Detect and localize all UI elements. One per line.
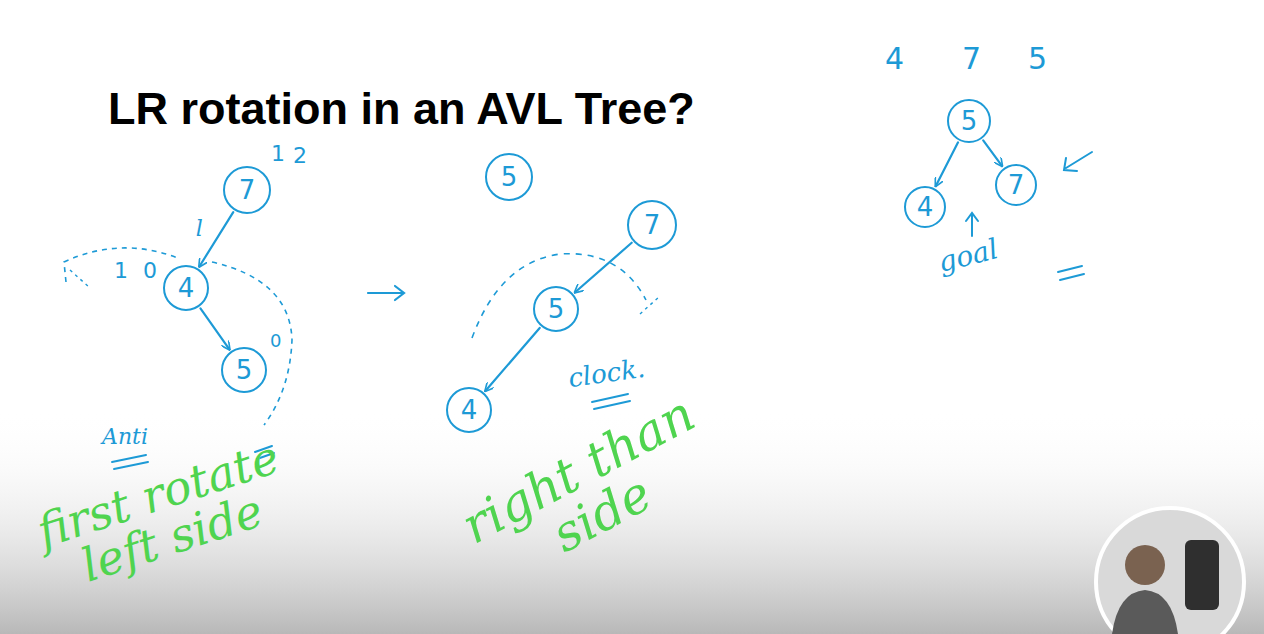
annotation-label: 5 xyxy=(1028,44,1047,74)
tree-node-circle: 5 xyxy=(221,347,267,393)
annotation-label: 0 xyxy=(270,332,281,350)
annotation-label: 7 xyxy=(962,44,981,74)
tree-node-circle: 5 xyxy=(485,153,533,201)
underline-mark xyxy=(1058,266,1084,280)
transition-arrow xyxy=(368,286,404,300)
annotation-label: 1 xyxy=(271,143,285,165)
tree-node-circle: 7 xyxy=(223,166,271,214)
node-value: 4 xyxy=(461,397,478,423)
tree-edge-arrow xyxy=(983,140,1002,166)
tree-node-circle: 4 xyxy=(163,265,209,311)
tree-edge-arrow xyxy=(936,142,958,186)
node-value: 4 xyxy=(178,275,195,301)
node-value: 4 xyxy=(917,194,934,220)
webcam-person xyxy=(1125,545,1165,585)
node-value: 5 xyxy=(961,108,978,134)
webcam-person xyxy=(1112,590,1178,634)
dashed-arc xyxy=(472,254,646,338)
pointer-arrow xyxy=(1064,152,1092,171)
annotation-label: clock. xyxy=(567,355,647,391)
annotation-label: Anti xyxy=(102,426,148,448)
tree-node-circle: 4 xyxy=(904,186,947,229)
node-value: 5 xyxy=(236,357,253,383)
tree-edge-arrow xyxy=(575,243,632,293)
tree-node-circle: 7 xyxy=(995,164,1038,207)
tree-node-circle: 5 xyxy=(533,286,579,332)
edge-label: l xyxy=(193,217,206,241)
pointer-arrow xyxy=(966,213,978,236)
tree-edge-arrow xyxy=(200,308,229,349)
handwritten-note: first rotate left side xyxy=(13,427,317,604)
annotation-label: 4 xyxy=(885,44,904,74)
tree-node-circle: 4 xyxy=(446,387,492,433)
annotation-label: 0 xyxy=(143,260,157,282)
handwritten-note: right than side xyxy=(434,377,746,606)
annotation-label: 2 xyxy=(293,145,307,167)
annotation-label: goal xyxy=(936,235,1001,277)
dashed-arc xyxy=(64,248,178,282)
tree-node-circle: 7 xyxy=(627,200,677,250)
tree-edge-arrow xyxy=(485,328,539,391)
node-value: 7 xyxy=(239,177,256,203)
title: LR rotation in an AVL Tree? xyxy=(108,86,695,131)
underline-mark xyxy=(592,394,630,409)
dashed-arc xyxy=(70,270,90,288)
webcam-bubble xyxy=(1096,508,1244,634)
node-value: 5 xyxy=(548,296,565,322)
dashed-arc xyxy=(640,296,660,314)
node-value: 7 xyxy=(644,212,661,238)
webcam-chair xyxy=(1185,540,1219,610)
node-value: 5 xyxy=(501,164,518,190)
node-value: 7 xyxy=(1008,172,1025,198)
annotation-label: 1 xyxy=(114,260,128,282)
underline-mark xyxy=(112,455,148,469)
tree-node-circle: 5 xyxy=(947,99,991,143)
